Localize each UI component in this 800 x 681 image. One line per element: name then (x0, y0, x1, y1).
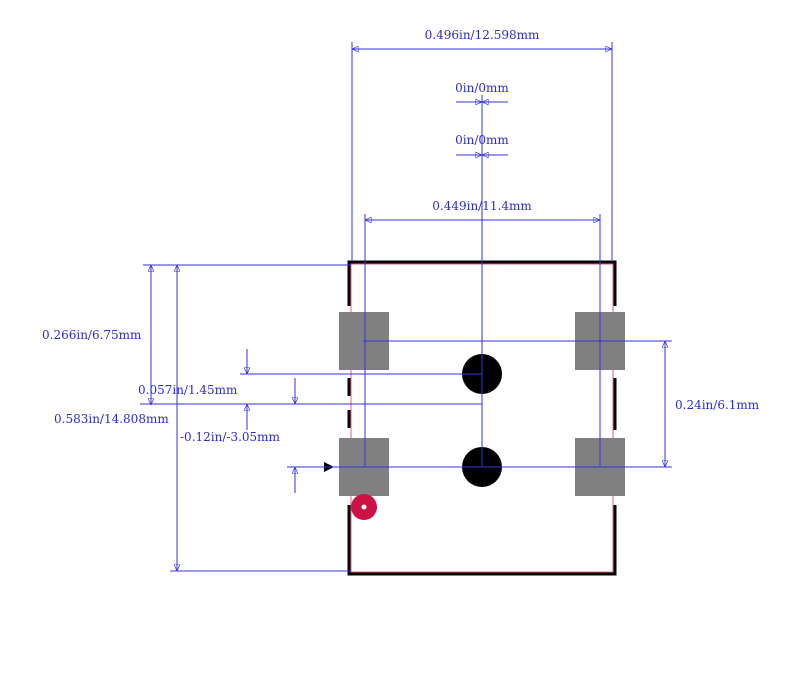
gap-top-label: 0in/0mm (455, 81, 509, 95)
overall-width-label: 0.496in/12.598mm (425, 28, 540, 42)
pad-pitch-label: 0.24in/6.1mm (675, 398, 760, 412)
hole-offset-label: 0.057in/1.45mm (138, 383, 238, 397)
filled-circle-icon (351, 494, 377, 520)
dimension-lines (140, 42, 672, 571)
top-to-pad-label: 0.266in/6.75mm (42, 328, 142, 342)
negative-offset-label: -0.12in/-3.05mm (180, 430, 281, 444)
overall-height-label: 0.583in/14.808mm (54, 412, 169, 426)
gap-second-label: 0in/0mm (455, 133, 509, 147)
pad-span-label: 0.449in/11.4mm (432, 199, 532, 213)
